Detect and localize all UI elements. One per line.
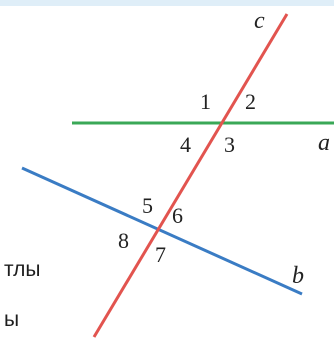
- angle-label-6: 6: [172, 203, 183, 228]
- angle-label-8: 8: [118, 228, 129, 253]
- angle-label-1: 1: [200, 89, 211, 114]
- label-line-a: a: [318, 130, 330, 156]
- line-c: [92, 13, 289, 338]
- angle-label-4: 4: [180, 132, 191, 157]
- cropped-text-line-2: ы: [4, 308, 20, 331]
- angle-label-3: 3: [224, 132, 235, 157]
- cropped-text-line-1: тлы: [4, 258, 41, 281]
- angle-label-2: 2: [245, 89, 256, 114]
- angle-label-5: 5: [142, 193, 153, 218]
- line-b: [21, 166, 303, 296]
- label-line-b: b: [292, 263, 304, 289]
- top-strip: [0, 0, 334, 6]
- label-line-c: c: [254, 8, 265, 34]
- angle-label-7: 7: [155, 242, 166, 267]
